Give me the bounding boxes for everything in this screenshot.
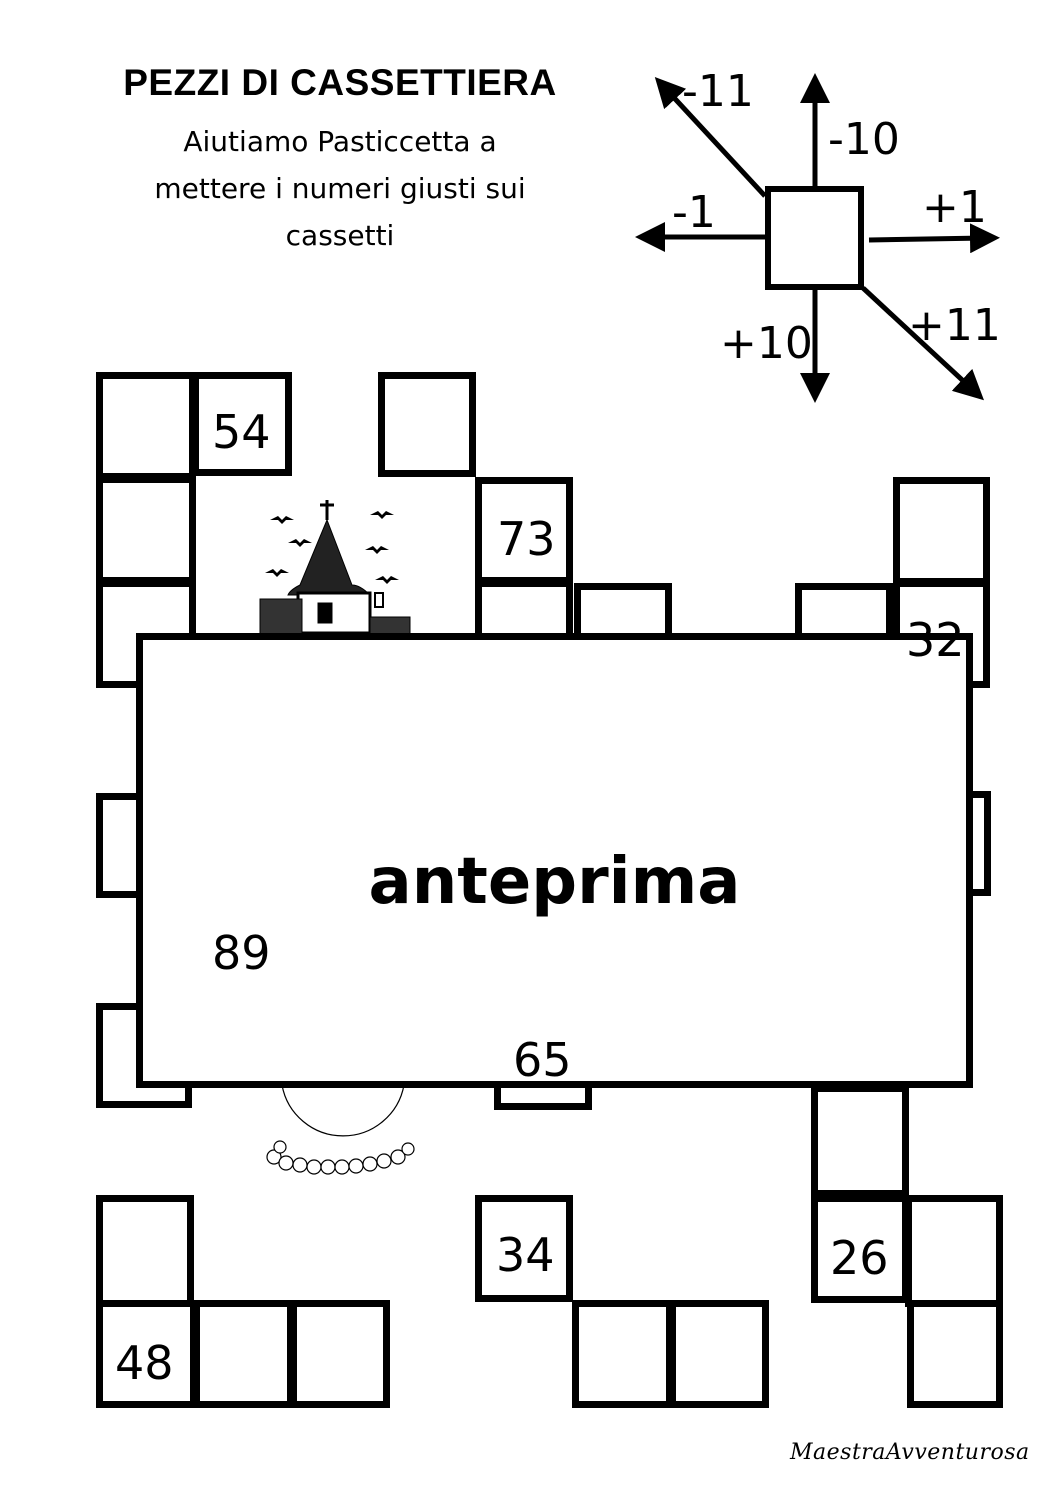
arrow-right: [868, 223, 1000, 254]
worksheet-instructions: Aiutiamo Pasticcetta a mettere i numeri …: [90, 118, 590, 259]
drawer-cell[interactable]: [669, 1300, 769, 1408]
drawer-number-32: 32: [906, 613, 965, 667]
drawer-number: 34: [496, 1228, 555, 1282]
drawer-cell[interactable]: [96, 372, 196, 480]
drawer-number-89: 89: [212, 926, 271, 980]
label-plus-10: +10: [720, 318, 813, 369]
drawer-number: 48: [115, 1336, 174, 1390]
drawer-cell[interactable]: [378, 372, 476, 477]
drawer-cell-73[interactable]: 73: [475, 477, 573, 584]
drawer-cell[interactable]: [96, 476, 196, 584]
drawer-cell-34[interactable]: 34: [475, 1195, 573, 1302]
wreath-illustration: [266, 1084, 415, 1175]
drawer-cell[interactable]: [905, 1195, 1003, 1307]
preview-overlay: anteprima: [136, 633, 973, 1088]
label-minus-10: -10: [828, 114, 900, 165]
drawer-cell-26[interactable]: 26: [811, 1195, 909, 1303]
drawer-number: 26: [830, 1231, 889, 1285]
instructions-line-1: Aiutiamo Pasticcetta a: [183, 125, 497, 158]
instructions-line-3: cassetti: [285, 219, 395, 252]
preview-watermark: anteprima: [368, 845, 741, 919]
drawer-cell-48[interactable]: 48: [96, 1300, 197, 1408]
instructions-line-2: mettere i numeri giusti sui: [154, 172, 526, 205]
drawer-cell[interactable]: [572, 1300, 673, 1408]
drawer-cell[interactable]: [475, 580, 573, 640]
author-signature: MaestraAvventurosa: [790, 1440, 1030, 1465]
direction-arrows-icon: [635, 73, 1000, 403]
drawer-cell[interactable]: [193, 1300, 294, 1408]
drawer-cell[interactable]: [96, 1195, 194, 1307]
label-plus-1: +1: [922, 182, 987, 233]
drawer-number-65: 65: [513, 1033, 572, 1087]
arrow-up-left: [654, 76, 767, 198]
drawer-cell[interactable]: [574, 583, 672, 640]
drawer-cell[interactable]: [907, 1300, 1003, 1408]
worksheet-title: PEZZI DI CASSETTIERA: [123, 62, 557, 103]
label-minus-1: -1: [672, 187, 716, 238]
drawer-cell[interactable]: [811, 1085, 909, 1197]
drawer-cell[interactable]: [290, 1300, 390, 1408]
drawer-cell[interactable]: [893, 477, 990, 585]
drawer-cell[interactable]: [795, 583, 893, 640]
center-cell: [765, 186, 864, 290]
haunted-house-illustration: [259, 500, 411, 636]
arrow-down-right: [861, 286, 984, 401]
label-plus-11: +11: [908, 300, 1001, 351]
drawer-number: 73: [497, 512, 556, 566]
drawer-cell-54[interactable]: 54: [192, 372, 292, 476]
label-minus-11: -11: [682, 66, 754, 117]
drawer-number: 54: [212, 405, 271, 459]
